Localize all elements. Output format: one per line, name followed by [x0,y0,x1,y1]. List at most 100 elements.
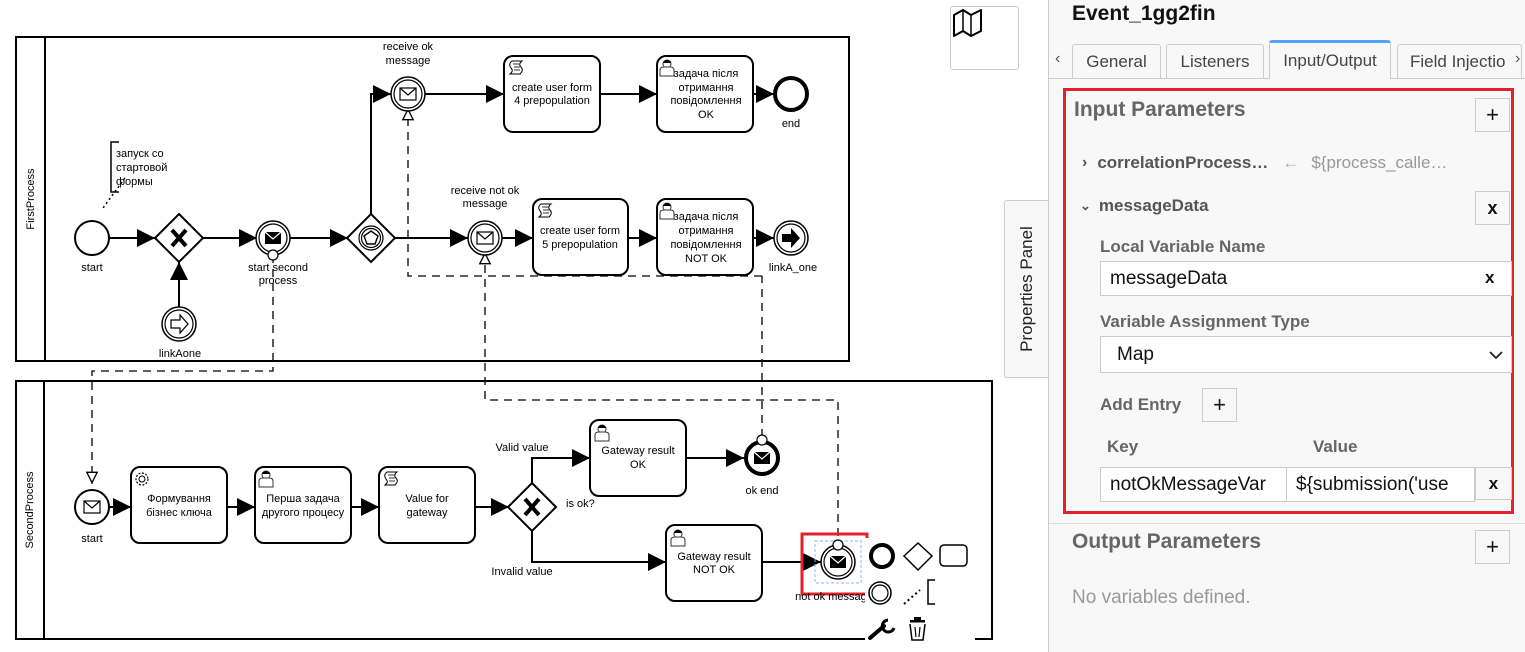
task-label: OK [630,459,647,471]
task-label: бізнес ключа [146,507,213,519]
task-label: Формування [147,493,211,505]
task-label: Gateway result [601,445,674,457]
local-variable-name-input[interactable]: messageData [1100,261,1512,296]
link-throw-label: linkA_one [769,262,817,274]
tab-field-injection[interactable]: Field Injectio [1397,44,1522,78]
task-gateway-result-not-ok[interactable]: Gateway result NOT OK [665,524,763,602]
task-user-ok[interactable]: задача після отримання повідомлення OK [656,55,754,133]
message-throw-label: start second [248,262,308,274]
append-text-annotation-icon[interactable] [903,579,935,605]
task-user-not-ok[interactable]: задача після отримання повідомлення NOT … [656,198,754,276]
link-catch-event[interactable]: linkAone [159,306,201,360]
param-row-messagedata[interactable]: ⌄ messageData [1080,196,1209,216]
tab-scroll-left-icon[interactable]: ‹ [1055,50,1061,67]
end-event[interactable]: end [773,76,809,130]
trash-icon[interactable] [909,617,926,641]
context-pad[interactable] [865,538,975,650]
wrench-icon[interactable] [868,618,896,640]
pool-first-process[interactable]: FirstProcess [15,36,850,362]
receive-ok-label: message [386,55,431,67]
add-input-parameter-button[interactable]: + [1475,98,1510,132]
bpmn-diagram[interactable]: FirstProcess SecondProcess [0,0,1048,652]
message-flow-ok[interactable] [408,108,762,277]
task-label: отримання [679,225,734,237]
link-catch-label: linkAone [159,348,201,360]
end-event-label: end [782,118,800,130]
task-label: create user form [540,225,620,237]
entry-key-input[interactable]: notOkMessageVar [1100,467,1287,502]
envelope-icon [399,87,417,101]
add-entry-label: Add Entry [1100,395,1182,414]
selected-message-end-event[interactable]: not ok message [795,532,873,603]
message-throw-label: process [259,275,298,287]
message-end-event-ok[interactable]: ok end [744,434,780,497]
message-flow-start-second[interactable] [92,255,274,484]
chevron-down-icon [1489,351,1503,360]
receive-not-ok-label: message [463,198,508,210]
tab-scroll-right-icon[interactable]: › [1515,50,1521,67]
message-flow-not-ok[interactable] [485,252,839,536]
script-icon [384,471,398,486]
gateway-label: is ok? [566,498,595,510]
pool-second-process[interactable]: SecondProcess [15,380,993,640]
input-parameters-title: Input Parameters [1074,98,1246,121]
task-label: NOT OK [685,253,728,265]
receive-not-ok-message-event[interactable]: receive not ok message [451,185,520,256]
entry-value-value: ${submission('use [1296,473,1449,495]
chevron-down-icon: ⌄ [1080,198,1091,213]
entry-value-input[interactable]: ${submission('use [1286,467,1475,502]
text-annotation[interactable]: запуск со стартовой формы [110,141,167,193]
message-start-event[interactable]: start [74,489,110,545]
append-end-event-icon[interactable] [869,543,895,569]
clear-input-icon[interactable]: x [1485,268,1495,287]
task-create-user-form-4[interactable]: create user form 4 prepopulation [503,55,601,133]
link-throw-event[interactable]: linkA_one [769,220,817,274]
start-event-label: start [81,262,102,274]
output-parameters-title: Output Parameters [1072,530,1262,553]
task-label: повідомлення [670,239,741,251]
variable-assignment-type-select[interactable]: Map [1100,336,1512,373]
task-business-key[interactable]: Формування бізнес ключа [130,466,228,544]
message-throw-event[interactable]: start second process [248,220,308,287]
tab-general[interactable]: General [1072,44,1161,78]
remove-parameter-button[interactable]: x [1475,191,1510,225]
envelope-filled-icon [264,231,282,245]
properties-panel: Event_1gg2fin ‹ General Listeners Input/… [1048,0,1525,652]
tab-input-output[interactable]: Input/Output [1269,40,1391,79]
append-intermediate-event-icon[interactable] [868,581,892,605]
pool-label-first: FirstProcess [25,168,37,230]
properties-panel-toggle[interactable]: Properties Panel [1004,200,1049,378]
exclusive-gateway[interactable] [153,212,205,264]
remove-entry-button[interactable]: x [1475,467,1512,500]
selected-end-label: not ok message [795,591,873,603]
pool-label-second: SecondProcess [24,471,36,549]
start-event[interactable]: start [74,220,110,274]
add-output-parameter-button[interactable]: + [1475,530,1510,564]
receive-ok-message-event[interactable]: receive ok message [383,41,434,112]
event-based-gateway[interactable] [345,212,397,264]
task-gateway-result-ok[interactable]: Gateway result OK [589,419,687,497]
task-label: Gateway result [677,551,750,563]
gateway-is-ok[interactable]: is ok? Valid value Invalid value [491,442,594,578]
chevron-right-icon: › [1082,154,1088,171]
append-gateway-icon[interactable] [902,541,934,572]
minimap-toggle-button[interactable] [950,6,1019,70]
receive-not-ok-label: receive not ok [451,185,520,197]
plus-icon: + [1213,392,1226,417]
param-row-correlation[interactable]: › correlationProcess… ← ${process_calle… [1082,153,1502,173]
param-name: messageData [1098,196,1209,215]
append-task-icon[interactable] [939,544,968,567]
local-variable-name-label: Local Variable Name [1100,237,1266,256]
param-name: correlationProcess… [1097,153,1269,172]
task-label: create user form [512,82,592,94]
tab-label: Listeners [1180,51,1250,71]
task-label: Value for [405,493,449,505]
task-first-of-second[interactable]: Перша задача другого процесу [254,466,352,544]
bpmn-canvas[interactable]: FirstProcess SecondProcess [0,0,1049,652]
task-create-user-form-5[interactable]: create user form 5 prepopulation [532,198,629,276]
add-entry-button[interactable]: + [1202,388,1237,422]
annotation-line: формы [116,176,153,188]
tab-listeners[interactable]: Listeners [1166,44,1264,78]
key-column-header: Key [1107,437,1139,456]
task-value-for-gateway[interactable]: Value for gateway [378,466,476,544]
